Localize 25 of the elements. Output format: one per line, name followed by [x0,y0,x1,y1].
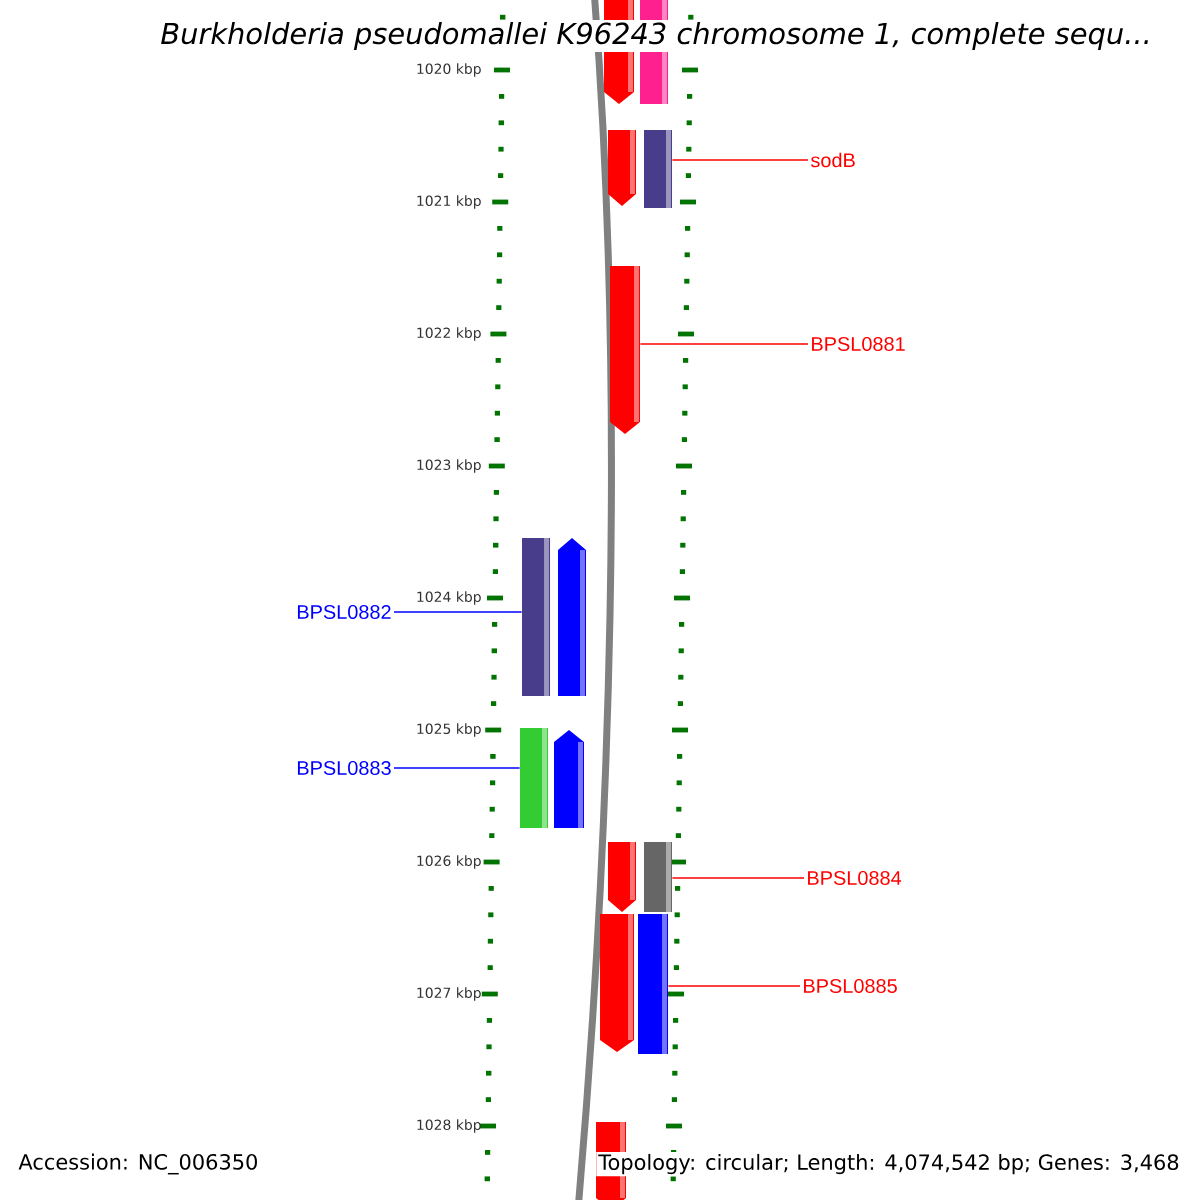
leader-line [667,985,801,987]
leader-line [639,343,809,345]
gene-label: BPSL0884 [808,870,902,886]
gene-label: BPSL0885 [804,978,897,994]
leader-line [671,877,805,879]
gene-label: BPSL0882 [297,604,391,620]
gene-block [608,130,636,206]
gene-block [638,914,668,1054]
gene-block [644,842,672,912]
gene-label: BPSL0883 [297,760,391,776]
gene-label: BPSL0881 [812,336,905,352]
gene-block [522,538,550,696]
gene-label: sodB [811,152,855,168]
title: Burkholderia pseudomallei K96243 chromosome 1, complete sequ... [158,20,1154,52]
gene-block [608,842,636,912]
leader-line [671,159,809,161]
gene-block [554,730,584,828]
topology-text: Topology: circular; Length: 4,074,542 bp; Genes: 3,468 [596,1151,1182,1177]
gene-block [644,130,672,208]
gene-block [520,728,548,828]
accession-text: Accession: NC_006350 [16,1151,261,1177]
leader-line [393,767,521,769]
gene-block [610,266,640,434]
gene-block [558,538,586,696]
leader-line [393,611,523,613]
